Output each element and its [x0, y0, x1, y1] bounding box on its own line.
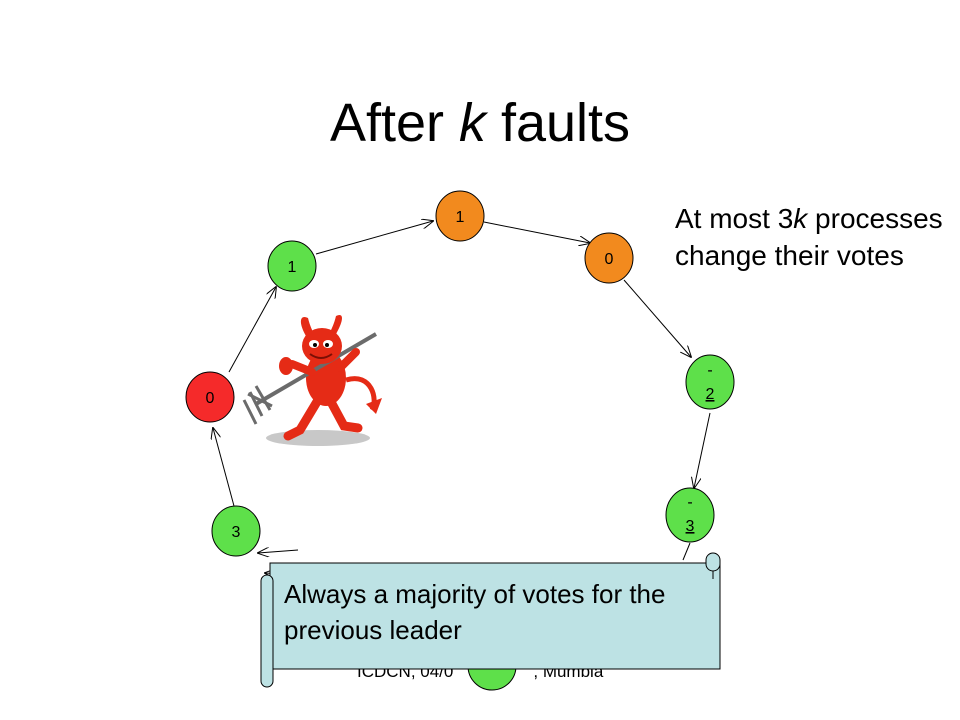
node-n7-label: 0	[206, 390, 215, 407]
devil-icon	[242, 314, 382, 446]
node-n4-circle	[665, 487, 715, 543]
edge-n6-n7	[213, 428, 235, 507]
edge-n3-n4	[694, 412, 711, 488]
node-n6: 3	[211, 505, 261, 557]
node-n3-label-sign: -	[707, 362, 712, 379]
edge-n4-n5	[682, 542, 691, 561]
node-n8-label: 1	[288, 259, 297, 276]
slide-title: After k faults	[329, 93, 631, 153]
node-n7-circle	[185, 371, 235, 423]
node-n1: 1	[435, 190, 485, 242]
node-n4-label-sign: -	[687, 494, 692, 511]
node-n1-circle	[435, 190, 485, 242]
node-n3-label-digit: 2	[706, 386, 715, 403]
node-n3: - 2	[685, 354, 735, 410]
node-n8: 1	[267, 240, 317, 292]
node-n8-circle	[267, 240, 317, 292]
node-n2-circle	[584, 232, 634, 284]
node-n4-label-digit: 3	[686, 518, 695, 535]
node-n2: 0	[584, 232, 634, 284]
edge-n1-n2	[483, 221, 590, 243]
node-n4: - 3	[665, 487, 715, 543]
edge-n5-n6	[258, 550, 299, 553]
node-n6-label: 3	[232, 524, 241, 541]
node-n6-circle	[211, 505, 261, 557]
node-n1-label: 1	[456, 209, 465, 226]
node-n7: 0	[185, 371, 235, 423]
node-n3-circle	[685, 354, 735, 410]
side-note: At most 3k processes change their votes	[675, 203, 943, 271]
callout-text: Always a majority of votes for the previ…	[284, 579, 666, 645]
callout-scroll	[260, 552, 721, 688]
edge-n2-n3	[623, 279, 691, 357]
node-n2-label: 0	[605, 251, 614, 268]
edge-n7-n8	[228, 287, 276, 373]
edge-n8-n1	[315, 221, 433, 255]
